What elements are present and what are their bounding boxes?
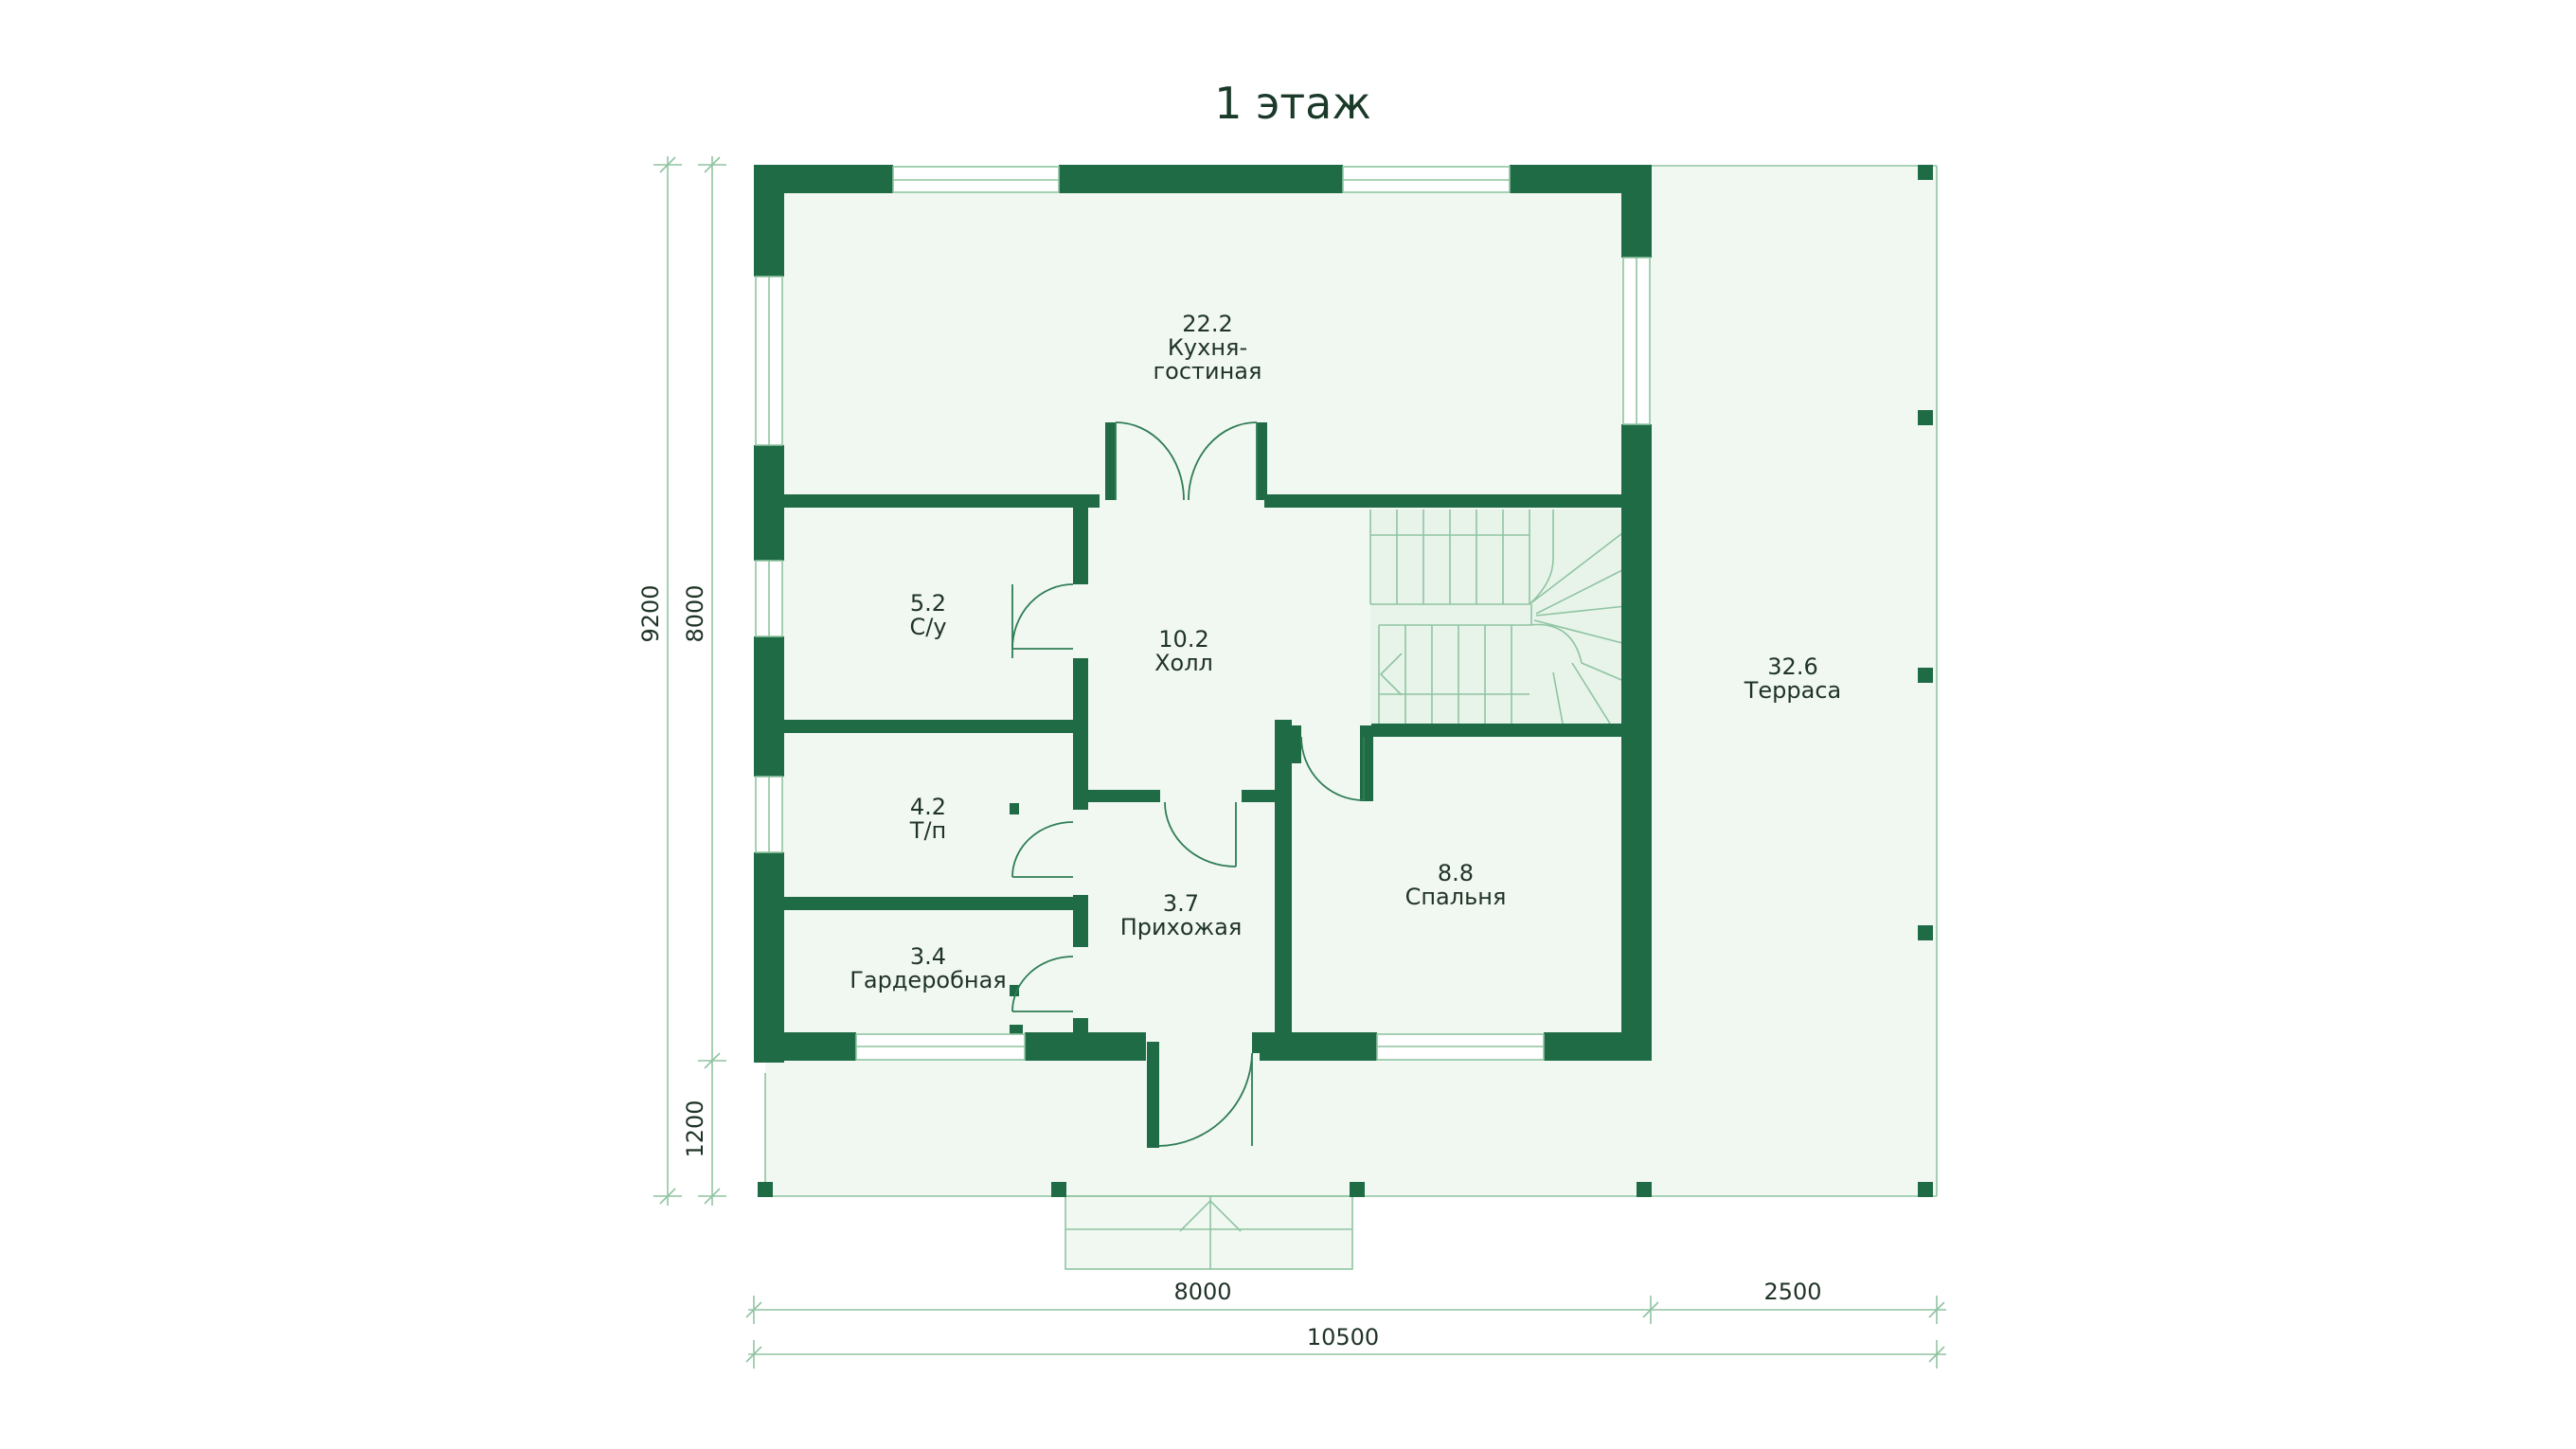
window-top-left <box>892 166 1060 193</box>
plan-title: 1 этаж <box>1214 78 1371 129</box>
room-name-entryway: Прихожая <box>1120 914 1243 940</box>
dim-left-house: 8000 <box>682 584 708 642</box>
door-bedroom <box>1300 736 1365 801</box>
room-area-wardrobe: 3.4 <box>910 943 946 970</box>
windows <box>755 166 1651 1061</box>
room-area-entryway: 3.7 <box>1163 890 1199 917</box>
room-name-kitchen-1: Кухня- <box>1168 334 1247 361</box>
terrace-posts <box>758 165 1933 1197</box>
room-area-kitchen: 22.2 <box>1182 311 1232 337</box>
room-name-tp: Т/п <box>909 817 946 844</box>
room-labels: 22.2 Кухня- гостиная 5.2 С/у 10.2 Холл 3… <box>850 311 1841 993</box>
room-name-bedroom: Спальня <box>1405 884 1507 910</box>
walls <box>754 165 1652 1148</box>
room-name-bathroom: С/у <box>909 614 946 640</box>
room-area-terrace: 32.6 <box>1767 653 1817 680</box>
room-area-bathroom: 5.2 <box>910 590 946 617</box>
door-front <box>1158 1052 1253 1147</box>
room-area-hall: 10.2 <box>1158 626 1208 653</box>
doors <box>1011 421 1365 1147</box>
window-left-3 <box>755 776 783 853</box>
room-name-hall: Холл <box>1154 650 1213 676</box>
door-wardrobe <box>1011 956 1074 1012</box>
porch-steps <box>1064 1195 1353 1270</box>
dim-bottom-total: 10500 <box>1307 1324 1379 1351</box>
dim-left-porch: 1200 <box>682 1100 708 1157</box>
dim-bottom-terrace: 2500 <box>1763 1279 1821 1305</box>
window-bottom-left <box>855 1033 1026 1061</box>
door-wc <box>1011 821 1074 878</box>
window-top-right <box>1342 166 1511 193</box>
room-area-tp: 4.2 <box>910 794 946 820</box>
floor-fills <box>765 166 1937 1269</box>
dimension-lines-left: 9200 8000 1200 <box>637 156 726 1206</box>
room-name-wardrobe: Гардеробная <box>850 967 1007 993</box>
window-left-1 <box>755 276 783 446</box>
dim-bottom-house: 8000 <box>1173 1279 1231 1305</box>
room-area-bedroom: 8.8 <box>1438 860 1474 886</box>
staircase <box>1369 510 1627 724</box>
door-kitchen-double <box>1115 421 1258 501</box>
room-name-terrace: Терраса <box>1744 677 1842 704</box>
dimension-lines-bottom: 8000 2500 10500 <box>745 1279 1946 1368</box>
window-bottom-right <box>1376 1033 1545 1061</box>
door-bathroom <box>1011 583 1074 658</box>
window-left-2 <box>755 560 783 637</box>
window-right-1 <box>1622 257 1651 425</box>
room-name-kitchen-2: гостиная <box>1154 358 1262 385</box>
door-hall-entrance <box>1164 801 1237 868</box>
dim-left-total: 9200 <box>637 584 664 642</box>
